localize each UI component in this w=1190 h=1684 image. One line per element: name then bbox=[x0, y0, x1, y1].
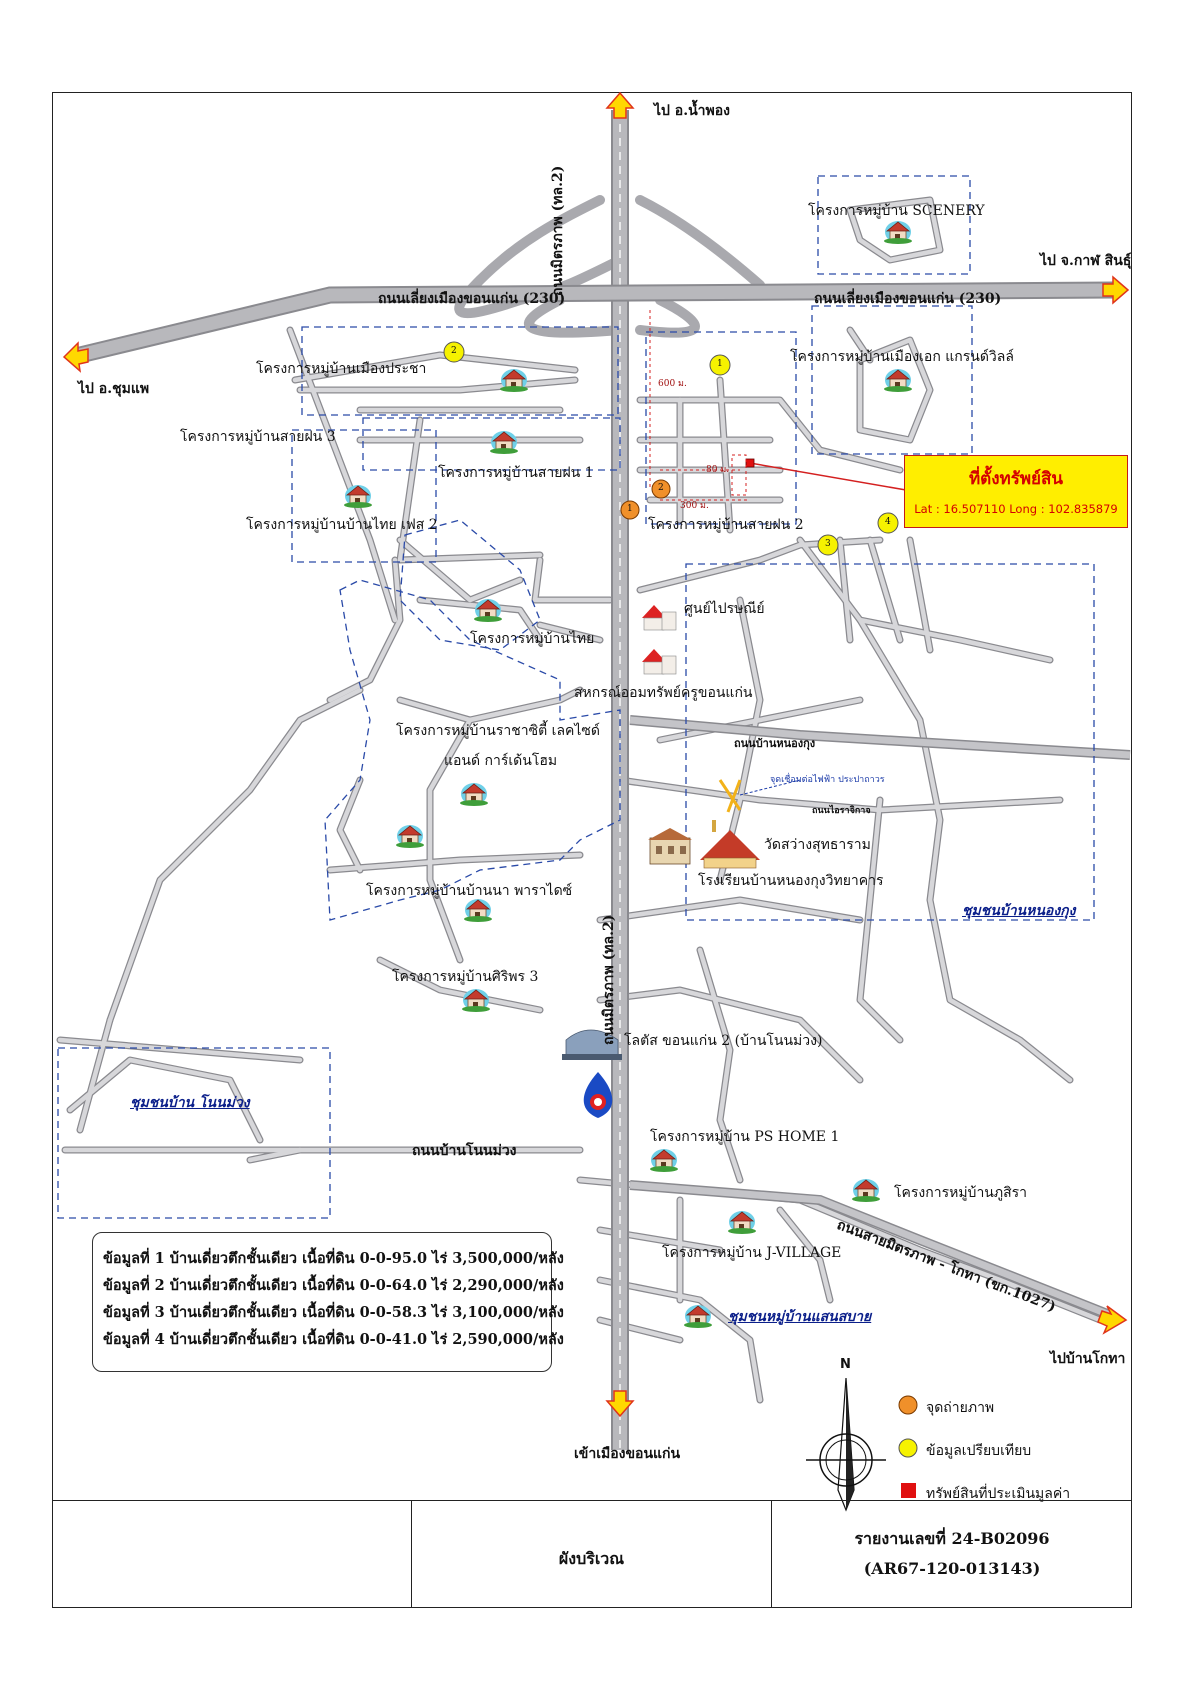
report-number: รายงานเลขที่ 24-B02096 bbox=[854, 1529, 1050, 1548]
title-block-empty-cell bbox=[52, 1501, 412, 1608]
direction-south-label: เข้าเมืองขอนแก่น bbox=[574, 1446, 681, 1462]
legend-photo-point: จุดถ่ายภาพ bbox=[926, 1400, 995, 1416]
compare-marker-3: 3 bbox=[825, 539, 831, 549]
label-thai: โครงการหมู่บ้านไทย bbox=[470, 631, 595, 647]
ptt-station-icon bbox=[583, 1072, 613, 1118]
comparable-1: ข้อมูลที่ 1 บ้านเดี่ยวตึกชั้นเดียว เนื้อ… bbox=[103, 1250, 564, 1267]
label-thai-phase2: โครงการหมู่บ้านบ้านไทย เฟส 2 bbox=[246, 517, 438, 533]
compare-marker-2: 2 bbox=[451, 346, 457, 356]
label-coop: สหกรณ์ออมทรัพย์ครูขอนแก่น bbox=[574, 685, 753, 701]
legend-subject: ทรัพย์สินที่ประเมินมูลค่า bbox=[926, 1486, 1071, 1502]
label-post-office: ศูนย์ไปรษณีย์ bbox=[684, 601, 765, 617]
road-label-non-muang: ถนนบ้านโนนม่วง bbox=[412, 1143, 517, 1159]
comparison-markers bbox=[443, 341, 899, 556]
label-muang-ek: โครงการหมู่บ้านเมืองเอก แกรนด์วิลล์ bbox=[790, 349, 1014, 365]
road-label-bypass-east: ถนนเลี่ยงเมืองขอนแก่น (230) bbox=[814, 291, 1002, 307]
label-saifon3: โครงการหมู่บ้านสายฝน 3 bbox=[180, 429, 336, 445]
road-label-small: ถนนไอราจิกาจ bbox=[812, 806, 871, 816]
label-ps-home: โครงการหมู่บ้าน PS HOME 1 bbox=[650, 1129, 840, 1145]
map-caption: ผังบริเวณ bbox=[558, 1549, 625, 1568]
school-icon bbox=[648, 828, 692, 865]
comparable-2: ข้อมูลที่ 2 บ้านเดี่ยวตึกชั้นเดียว เนื้อ… bbox=[103, 1277, 564, 1294]
north-label: N bbox=[840, 1357, 851, 1372]
label-saifon1: โครงการหมู่บ้านสายฝน 1 bbox=[438, 465, 594, 481]
photo-marker-1: 1 bbox=[627, 504, 633, 514]
label-siriporn3: โครงการหมู่บ้านศิริพร 3 bbox=[392, 969, 539, 985]
water-connection-icon bbox=[718, 779, 801, 813]
label-phusira: โครงการหมู่บ้านภูสิรา bbox=[894, 1185, 1028, 1201]
label-ban-na: โครงการหมู่บ้านบ้านนา พาราไดซ์ bbox=[366, 883, 573, 899]
road-label-bypass-west: ถนนเลี่ยงเมืองขอนแก่น (230) bbox=[378, 291, 566, 307]
subject-property-marker bbox=[745, 458, 755, 468]
title-block-report-cell: รายงานเลขที่ 24-B02096 (AR67-120-013143) bbox=[772, 1501, 1132, 1608]
direction-east-label: ไป จ.กาฬ สินธุ์ bbox=[1040, 253, 1132, 269]
interchange bbox=[454, 195, 765, 338]
minor-road-fill bbox=[57, 197, 1103, 1403]
kotha-road bbox=[629, 1181, 1112, 1319]
nong-kung-road bbox=[629, 716, 1131, 759]
label-lotus: โลตัส ขอนแก่น 2 (บ้านโนนม่วง) bbox=[624, 1033, 823, 1049]
label-non-muang-community[interactable]: ชุมชนบ้าน โนนม่วง bbox=[130, 1095, 250, 1111]
title-block: ผังบริเวณ รายงานเลขที่ 24-B02096 (AR67-1… bbox=[52, 1500, 1132, 1608]
direction-southeast-label: ไปบ้านโกทา bbox=[1050, 1351, 1126, 1367]
photo-point-markers bbox=[620, 479, 671, 520]
property-location-box: ที่ตั้งทรัพย์สิน Lat : 16.507110 Long : … bbox=[904, 455, 1128, 528]
label-temple: วัดสว่างสุทธาราม bbox=[764, 837, 871, 853]
label-ratchasiti: โครงการหมู่บ้านราชาซิตี้ เลคไซด์ bbox=[396, 723, 601, 739]
legend-symbols bbox=[898, 1395, 918, 1498]
label-j-village: โครงการหมู่บ้าน J-VILLAGE bbox=[662, 1245, 842, 1261]
southeast-arrow-road bbox=[1097, 1305, 1128, 1335]
label-muang-pracha: โครงการหมู่บ้านเมืองประชา bbox=[256, 361, 427, 377]
east-arrow-road bbox=[1102, 275, 1130, 305]
compare-marker-4: 4 bbox=[885, 517, 891, 527]
label-nong-kung-community[interactable]: ชุมชนบ้านหนองกุง bbox=[962, 903, 1076, 919]
project-boundaries bbox=[57, 175, 1095, 1219]
north-compass bbox=[806, 1377, 886, 1512]
post-office-icon bbox=[642, 605, 677, 631]
property-leader-line bbox=[749, 462, 907, 491]
south-arrow-road bbox=[605, 1390, 635, 1418]
label-saensabai[interactable]: ชุมชนหมู่บ้านแสนสบาย bbox=[728, 1309, 872, 1325]
west-arrow-road bbox=[62, 341, 89, 373]
direction-west-label: ไป อ.ชุมแพ bbox=[78, 381, 150, 397]
label-school: โรงเรียนบ้านหนองกุงวิทยาคาร bbox=[698, 873, 884, 889]
compare-marker-1: 1 bbox=[717, 359, 723, 369]
dimension-600m: 600 ม. bbox=[658, 379, 687, 389]
property-coordinates: Lat : 16.507110 Long : 102.835879 bbox=[914, 502, 1118, 516]
dimension-300m: 300 ม. bbox=[680, 501, 709, 511]
dimension-lines bbox=[649, 310, 750, 501]
coop-building-icon bbox=[642, 649, 677, 675]
comparables-box: ข้อมูลที่ 1 บ้านเดี่ยวตึกชั้นเดียว เนื้อ… bbox=[92, 1232, 564, 1372]
photo-marker-2: 2 bbox=[658, 483, 664, 493]
lotus-warehouse-icon bbox=[562, 1029, 622, 1060]
comparable-4: ข้อมูลที่ 4 บ้านเดี่ยวตึกชั้นเดียว เนื้อ… bbox=[103, 1331, 564, 1348]
road-label-mittraphap-north: ถนนมิตรภาพ (ทล.2) bbox=[550, 165, 566, 296]
property-title: ที่ตั้งทรัพย์สิน bbox=[968, 469, 1064, 489]
label-saifon2: โครงการหมู่บ้านสายฝน 2 bbox=[648, 517, 804, 533]
report-reference: (AR67-120-013143) bbox=[863, 1559, 1041, 1578]
title-block-caption-cell: ผังบริเวณ bbox=[412, 1501, 772, 1608]
dimension-80m: 80 ม. bbox=[706, 465, 730, 475]
direction-north-label: ไป อ.น้ำพอง bbox=[654, 103, 730, 119]
legend-comparison: ข้อมูลเปรียบเทียบ bbox=[926, 1443, 1032, 1459]
label-garden-home: แอนด์ การ์เด้นโฮม bbox=[444, 753, 558, 769]
minor-road-casing bbox=[56, 196, 1104, 1404]
road-label-mittraphap-south: ถนนมิตรภาพ (ทล.2) bbox=[601, 914, 617, 1045]
label-water-point: จุดเชื่อมต่อไฟฟ้า ประปาถาวร bbox=[770, 775, 885, 785]
north-arrow-road bbox=[605, 91, 635, 119]
label-scenery: โครงการหมู่บ้าน SCENERY bbox=[808, 203, 985, 219]
map-frame bbox=[52, 92, 1132, 1608]
temple-icon bbox=[700, 820, 760, 869]
bypass-road bbox=[78, 283, 1116, 362]
road-label-nong-kung: ถนนบ้านหนองกุง bbox=[734, 737, 816, 750]
comparable-3: ข้อมูลที่ 3 บ้านเดี่ยวตึกชั้นเดียว เนื้อ… bbox=[103, 1304, 564, 1321]
